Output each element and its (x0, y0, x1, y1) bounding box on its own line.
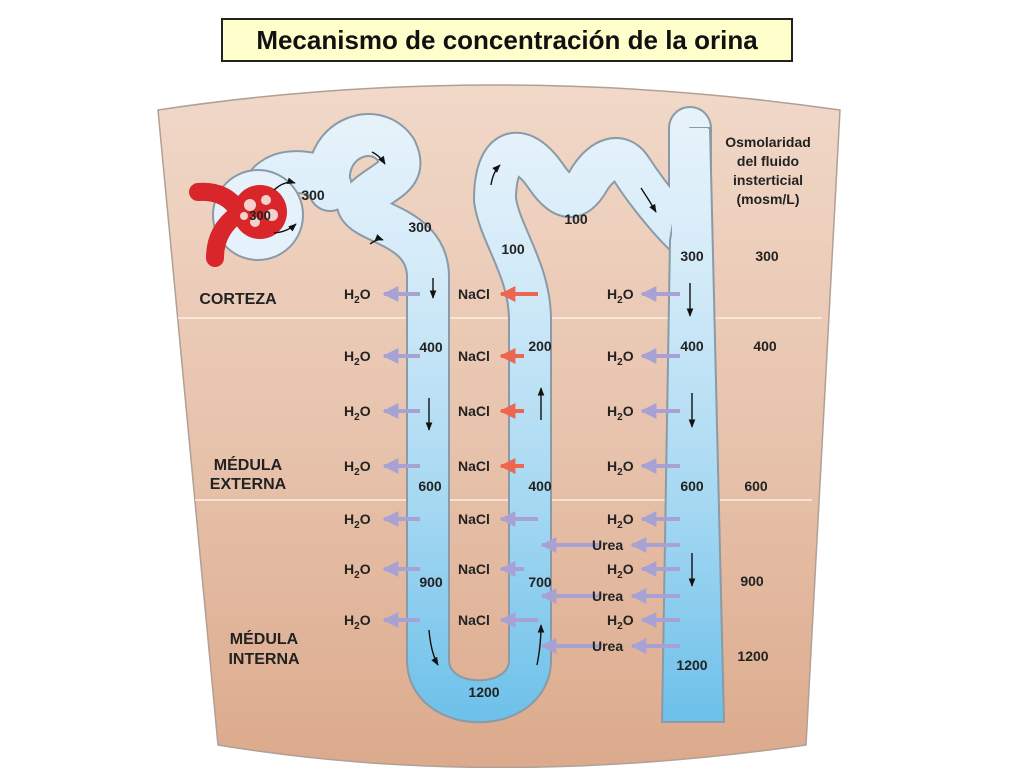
salt-label: NaCl (458, 612, 490, 628)
flow-arrow (536, 624, 545, 666)
urea-labels: Urea Urea Urea (592, 537, 623, 654)
salt-label: NaCl (458, 348, 490, 364)
value-loop-bottom: 1200 (468, 684, 499, 700)
value-proximal: 300 (301, 187, 325, 203)
value-collecting-top: 300 (680, 248, 704, 264)
zone-corteza: CORTEZA (199, 291, 277, 308)
zone-medula-interna: MÉDULA (230, 629, 299, 648)
flow-arrow (371, 151, 386, 165)
interstitial-value: 1200 (737, 648, 768, 664)
header-line: (mosm/L) (737, 191, 800, 207)
flow-arrow (640, 187, 657, 213)
glomerulus: 300 (189, 182, 287, 267)
water-label: H2O (607, 561, 634, 581)
descending-water-arrows (382, 286, 420, 628)
descending-water-labels: H2O H2O H2O H2O H2O H2O H2O (344, 286, 371, 632)
water-label: H2O (344, 561, 371, 581)
flow-arrow (490, 164, 501, 186)
value-distal-top: 100 (564, 211, 588, 227)
water-label: H2O (607, 511, 634, 531)
header-line: del fluido (737, 153, 799, 169)
water-label: H2O (344, 511, 371, 531)
salt-labels: NaCl NaCl NaCl NaCl NaCl NaCl NaCl (458, 286, 490, 628)
flow-arrows (273, 151, 696, 666)
interstitial-value: 600 (744, 478, 768, 494)
value-collecting-400: 400 (680, 338, 704, 354)
title-box: Mecanismo de concentración de la orina (221, 18, 793, 62)
salt-label: NaCl (458, 403, 490, 419)
water-label: H2O (344, 458, 371, 478)
water-label: H2O (607, 403, 634, 423)
water-label: H2O (607, 286, 634, 306)
header-line: Osmolaridad (725, 134, 811, 150)
value-ascending-200: 200 (528, 338, 552, 354)
flow-arrow (273, 177, 296, 191)
urea-label: Urea (592, 638, 623, 654)
value-descending-900: 900 (419, 574, 443, 590)
glomerulus-value: 300 (249, 208, 271, 223)
salt-label: NaCl (458, 561, 490, 577)
water-label: H2O (607, 458, 634, 478)
value-descending-600: 600 (418, 478, 442, 494)
flow-arrow (428, 629, 439, 666)
value-collecting-1200: 1200 (676, 657, 707, 673)
value-ascending-400: 400 (528, 478, 552, 494)
interstitial-header: Osmolaridad del fluido insterticial (mos… (725, 134, 811, 207)
water-label: H2O (607, 612, 634, 632)
water-label: H2O (344, 612, 371, 632)
flow-arrow (369, 234, 384, 245)
value-descending-400: 400 (419, 339, 443, 355)
interstitial-value: 900 (740, 573, 764, 589)
water-label: H2O (607, 348, 634, 368)
interstitial-value: 300 (755, 248, 779, 264)
value-collecting-600: 600 (680, 478, 704, 494)
water-label: H2O (344, 348, 371, 368)
value-ascending-top: 100 (501, 241, 525, 257)
salt-label: NaCl (458, 458, 490, 474)
tubule-values: 300 300 100 100 300 400 200 400 600 400 … (301, 187, 707, 700)
urea-label: Urea (592, 588, 623, 604)
water-label: H2O (344, 403, 371, 423)
zone-medula-externa: EXTERNA (210, 476, 287, 493)
salt-arrows (499, 286, 538, 628)
page-title: Mecanismo de concentración de la orina (256, 24, 758, 55)
header-line: insterticial (733, 172, 803, 188)
collecting-water-arrows (640, 286, 680, 628)
urea-arrows (540, 537, 680, 654)
interstitial-value: 400 (753, 338, 777, 354)
flow-arrow (273, 223, 297, 234)
value-ascending-700: 700 (528, 574, 552, 590)
salt-label: NaCl (458, 286, 490, 302)
value-proximal-end: 300 (408, 219, 432, 235)
collecting-water-labels: H2O H2O H2O H2O H2O H2O H2O (607, 286, 634, 632)
zone-medula-externa: MÉDULA (214, 455, 283, 474)
interstitial-values: 300 400 600 900 1200 (737, 248, 778, 664)
zone-labels: CORTEZA MÉDULA EXTERNA MÉDULA INTERNA (199, 291, 300, 668)
urea-label: Urea (592, 537, 623, 553)
zone-medula-interna: INTERNA (228, 651, 300, 668)
salt-label: NaCl (458, 511, 490, 527)
water-label: H2O (344, 286, 371, 306)
